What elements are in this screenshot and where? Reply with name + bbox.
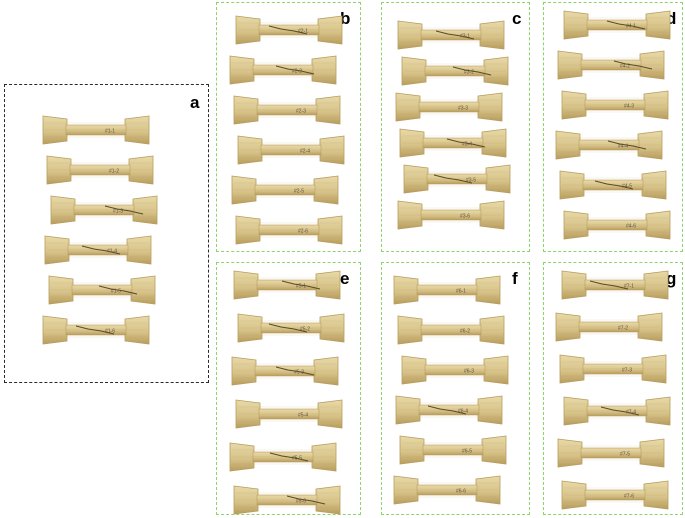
panel-c [381, 2, 530, 252]
specimen: #3-1 [397, 20, 505, 50]
specimen-code: #4-1 [626, 24, 636, 30]
specimen-code: #1-6 [105, 329, 115, 335]
specimen-code: #4-4 [618, 144, 628, 150]
specimen: #4-5 [559, 170, 667, 200]
specimen: #7-5 [557, 438, 665, 468]
specimen: #6-2 [397, 315, 505, 345]
specimen-code: #7-2 [618, 326, 628, 332]
specimen: #5-4 [235, 399, 343, 429]
specimen-code: #6-1 [456, 289, 466, 295]
specimen-code: #4-6 [626, 224, 636, 230]
specimen-code: #3-6 [460, 214, 470, 220]
specimen: #2-3 [233, 95, 341, 125]
specimen: #3-2 [401, 56, 509, 86]
specimen-code: #1-4 [107, 249, 117, 255]
specimen: #3-4 [399, 128, 507, 158]
specimen-code: #3-1 [460, 34, 470, 40]
specimen-code: #6-6 [456, 489, 466, 495]
specimen-code: #7-1 [624, 284, 634, 290]
specimen: #1-4 [44, 235, 152, 265]
specimen: #5-3 [231, 356, 339, 386]
specimen-code: #1-5 [111, 289, 121, 295]
specimen: #3-5 [403, 164, 511, 194]
specimen-code: #7-4 [626, 410, 636, 416]
specimen: #7-3 [559, 354, 667, 384]
specimen-code: #3-4 [462, 142, 472, 148]
panel-e [216, 262, 361, 515]
specimen: #6-6 [393, 475, 501, 505]
specimen: #2-2 [229, 55, 337, 85]
panel-label: e [340, 269, 350, 288]
specimen: #1-6 [42, 315, 150, 345]
specimen: #6-4 [395, 395, 503, 425]
specimen: #5-6 [233, 485, 341, 515]
specimen-code: #2-1 [298, 29, 308, 35]
panel-label: a [190, 93, 200, 112]
specimen: #5-5 [229, 442, 337, 472]
specimen-code: #7-5 [620, 452, 630, 458]
specimen-code: #3-5 [466, 178, 476, 184]
specimen: #2-5 [231, 175, 339, 205]
specimen: #4-1 [563, 10, 671, 40]
specimen-code: #2-5 [294, 189, 304, 195]
specimen: #3-3 [395, 92, 503, 122]
specimen-code: #4-3 [624, 104, 634, 110]
specimen: #6-5 [399, 435, 507, 465]
specimen: #7-6 [561, 480, 669, 510]
specimen: #1-1 [42, 115, 150, 145]
panel-f [381, 262, 530, 515]
specimen-code: #2-2 [292, 69, 302, 75]
specimen-code: #1-1 [105, 129, 115, 135]
panel-a [4, 84, 209, 383]
specimen-code: #4-2 [620, 64, 630, 70]
specimen: #6-1 [393, 275, 501, 305]
specimen: #5-2 [237, 313, 345, 343]
specimen-code: #6-5 [462, 449, 472, 455]
specimen: #1-2 [46, 155, 154, 185]
specimen-code: #5-5 [292, 456, 302, 462]
panel-label: b [340, 9, 351, 28]
specimen-code: #3-3 [458, 106, 468, 112]
specimen: #7-4 [563, 396, 671, 426]
specimen-code: #6-3 [464, 369, 474, 375]
specimen-code: #2-4 [300, 149, 310, 155]
specimen-code: #3-2 [464, 70, 474, 76]
panel-label: f [512, 269, 518, 288]
specimen: #2-1 [235, 15, 343, 45]
panel-label: c [512, 9, 522, 28]
specimen: #4-2 [557, 50, 665, 80]
panel-g [543, 262, 683, 515]
panel-b [216, 2, 361, 252]
specimen-code: #2-3 [296, 109, 306, 115]
specimen-code: #5-4 [298, 413, 308, 419]
specimen-code: #5-3 [294, 370, 304, 376]
specimen: #5-1 [233, 270, 341, 300]
specimen: #4-3 [561, 90, 669, 120]
specimen-code: #5-6 [296, 499, 306, 505]
specimen-code: #4-5 [622, 184, 632, 190]
specimen-code: #7-3 [622, 368, 632, 374]
specimen: #2-4 [237, 135, 345, 165]
specimen: #1-5 [48, 275, 156, 305]
specimen-code: #7-6 [624, 494, 634, 500]
specimen-code: #1-2 [109, 169, 119, 175]
specimen: #3-6 [397, 200, 505, 230]
panel-label: g [666, 269, 677, 288]
specimen-code: #5-2 [300, 327, 310, 333]
specimen: #7-1 [561, 270, 669, 300]
specimen: #6-3 [401, 355, 509, 385]
specimen: #1-3 [50, 195, 158, 225]
specimen-code: #5-1 [296, 284, 306, 290]
specimen: #2-6 [235, 215, 343, 245]
specimen: #7-2 [555, 312, 663, 342]
specimen: #4-4 [555, 130, 663, 160]
specimen-code: #6-4 [458, 409, 468, 415]
specimen: #4-6 [563, 210, 671, 240]
panel-label: d [666, 9, 677, 28]
specimen-code: #1-3 [113, 209, 123, 215]
specimen-code: #2-6 [298, 229, 308, 235]
specimen-code: #6-2 [460, 329, 470, 335]
panel-d [543, 2, 683, 252]
